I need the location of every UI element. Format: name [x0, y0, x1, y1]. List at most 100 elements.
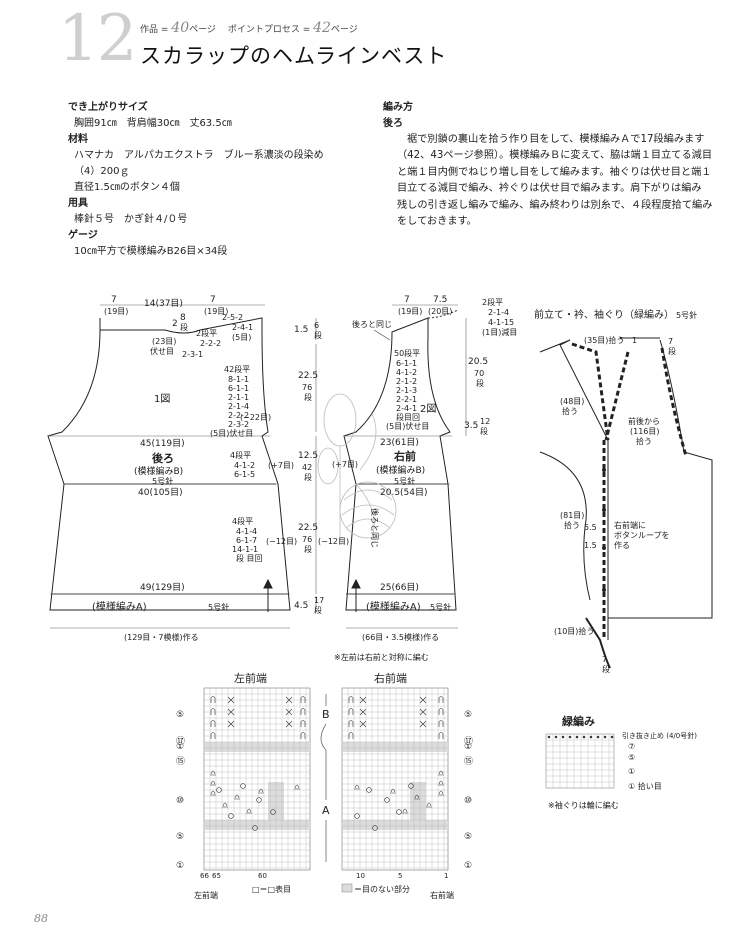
band-bottom-edge — [585, 617, 611, 669]
back-dec-count: (−22目) — [240, 413, 271, 422]
twisted-stitch-symbol — [210, 770, 216, 776]
page-reference: 作品 = 40ページ ポイントプロセス = 42ページ — [140, 20, 358, 36]
band-armhole-pick: 前後から — [628, 416, 660, 426]
arch-stitch-symbol — [300, 720, 306, 727]
green-label: 引き抜き止め (4/0号針) — [622, 731, 697, 740]
arch-stitch-symbol — [300, 732, 306, 739]
bind-off-dot — [568, 735, 572, 739]
band-loop-note: 右前端に — [614, 520, 646, 530]
twisted-stitch-symbol — [438, 790, 444, 796]
green-note: ※袖ぐりは輪に編む — [548, 800, 619, 810]
size-value: 胸囲91㎝ 背肩幅30㎝ 丈63.5㎝ — [74, 118, 232, 129]
green-title: 緑編み — [562, 714, 595, 728]
band-bottom-seven: 段 — [602, 664, 610, 674]
front-dim: 7 — [404, 295, 410, 305]
cross-stitch-symbol — [419, 708, 427, 716]
front-pickup-note: 後ろと同じ — [352, 319, 392, 329]
twisted-stitch-symbol — [414, 794, 420, 800]
front-vdim: 段 — [480, 426, 488, 436]
cross-stitch-symbol — [419, 720, 427, 728]
right-chart-title: 右前端 — [374, 671, 407, 685]
cross-stitch-symbol — [227, 720, 235, 728]
vdim-a: 1.5 — [294, 325, 308, 335]
yarn-over-symbol — [240, 783, 246, 789]
back-dec: 4-1-4 — [236, 527, 257, 536]
green-label: ① 拾い目 — [628, 781, 662, 791]
front-armhole: 4-1-2 — [396, 368, 417, 377]
row-label: ⑰ — [176, 736, 185, 747]
vdim-d: 76 — [302, 535, 312, 544]
back-dim: (19目) — [204, 307, 228, 316]
front-hem-needle: 5号針 — [430, 602, 451, 612]
yarn-over-symbol — [366, 787, 372, 793]
back-neck: (23目) — [152, 337, 176, 346]
method-block: 編み方 後ろ 裾で別鎖の裏山を拾う作り目をして、模様編みＡで17段編みます （4… — [383, 100, 723, 230]
section-b-label: B — [322, 708, 330, 721]
back-armhole: 2-3-2 — [228, 420, 249, 429]
band-armhole-trim — [660, 347, 688, 457]
method-text: 裾で別鎖の裏山を拾う作り目をして、模様編みＡで17段編みます （42、43ページ… — [383, 132, 723, 230]
vdim-c: 42 — [302, 463, 312, 472]
cross-stitch-symbol — [419, 696, 427, 704]
band-spacing: 5.5 — [584, 523, 597, 532]
cross-stitch-symbol — [359, 720, 367, 728]
arch-stitch-symbol — [348, 708, 354, 715]
band-outline-left — [539, 339, 609, 640]
back-neck: 段 — [180, 322, 188, 332]
yarn-over-symbol — [228, 813, 234, 819]
method-line: （42、43ページ参照）。模様編みＢに変えて、脇は端１目立てる減目 — [397, 150, 713, 162]
back-neck: 2-3-1 — [182, 350, 203, 359]
method-line: 目立てる減目で編み、衿ぐりは伏せ目で編みます。肩下がりは編み — [397, 183, 702, 195]
vdim-a: 6 — [314, 321, 319, 330]
band-armhole-pick: 拾う — [636, 436, 652, 446]
bind-off-dot — [610, 735, 614, 739]
back-neck: 2 — [172, 319, 178, 329]
tools-heading: 用具 — [68, 198, 88, 209]
arch-stitch-symbol — [300, 696, 306, 703]
front-knit-arrow — [351, 578, 361, 612]
row-label: ⑤ — [464, 832, 472, 842]
vdim-b: 76 — [302, 383, 312, 392]
legend-no-stitch: ＝目のない部分 — [354, 884, 410, 894]
back-dec: 4段平 — [232, 516, 253, 526]
front-hem-pattern: (模様編みA) — [366, 600, 421, 613]
yarn-over-symbol — [408, 783, 414, 789]
left-chart-title: 左前端 — [234, 671, 267, 685]
col-label: 10 — [356, 872, 365, 880]
row-label: ① — [464, 861, 472, 871]
vdim-d: 22.5 — [298, 523, 318, 533]
gauge-value: 10㎝平方で模様編みB26目×34段 — [74, 246, 228, 257]
pattern-title: スカラップのヘムラインベスト — [140, 44, 448, 68]
bind-off-dot — [575, 735, 579, 739]
yarn-over-symbol — [396, 809, 402, 815]
green-chart — [545, 733, 615, 789]
front-inc-count: (+7目) — [332, 460, 358, 469]
front-dec-count: (−12目) — [318, 537, 349, 546]
back-armhole: (5目)伏せ目 — [210, 428, 253, 438]
section-a-label: A — [322, 804, 330, 817]
spec-block: でき上がりサイズ 胸囲91㎝ 背肩幅30㎝ 丈63.5㎝ 材料 ハマナカ アルパ… — [68, 100, 368, 260]
front-dim: 7.5 — [433, 295, 447, 305]
col-label: 60 — [258, 872, 267, 880]
front-neck-side: (1目)減目 — [482, 327, 517, 337]
front-armhole: 2-1-2 — [396, 377, 417, 386]
row-label: ⑤ — [464, 710, 472, 720]
twisted-stitch-symbol — [246, 808, 252, 814]
band-armhole-pick: (116目) — [630, 427, 660, 436]
arch-stitch-symbol — [348, 732, 354, 739]
back-pattern: (模様編みB) — [134, 465, 183, 477]
vdim-c: 12.5 — [298, 451, 318, 461]
back-shoulder: 2-4-1 — [232, 323, 253, 332]
bind-off-dot — [554, 735, 558, 739]
bind-off-dot — [589, 735, 593, 739]
band-loop-note: 作る — [614, 540, 630, 550]
back-width-45: 45(119目) — [140, 438, 185, 449]
row-label: ⑮ — [176, 756, 185, 767]
twisted-stitch-symbol — [390, 788, 396, 794]
band-loop-note: ボタンループを — [614, 531, 670, 540]
front-neck-side: 4-1-15 — [488, 318, 514, 327]
yarn-over-symbol — [372, 825, 378, 831]
back-shoulder: 2-5-2 — [222, 313, 243, 322]
back-inc: 6-1-5 — [234, 470, 255, 479]
back-cast-on: (129目・7模様)作る — [124, 632, 199, 642]
